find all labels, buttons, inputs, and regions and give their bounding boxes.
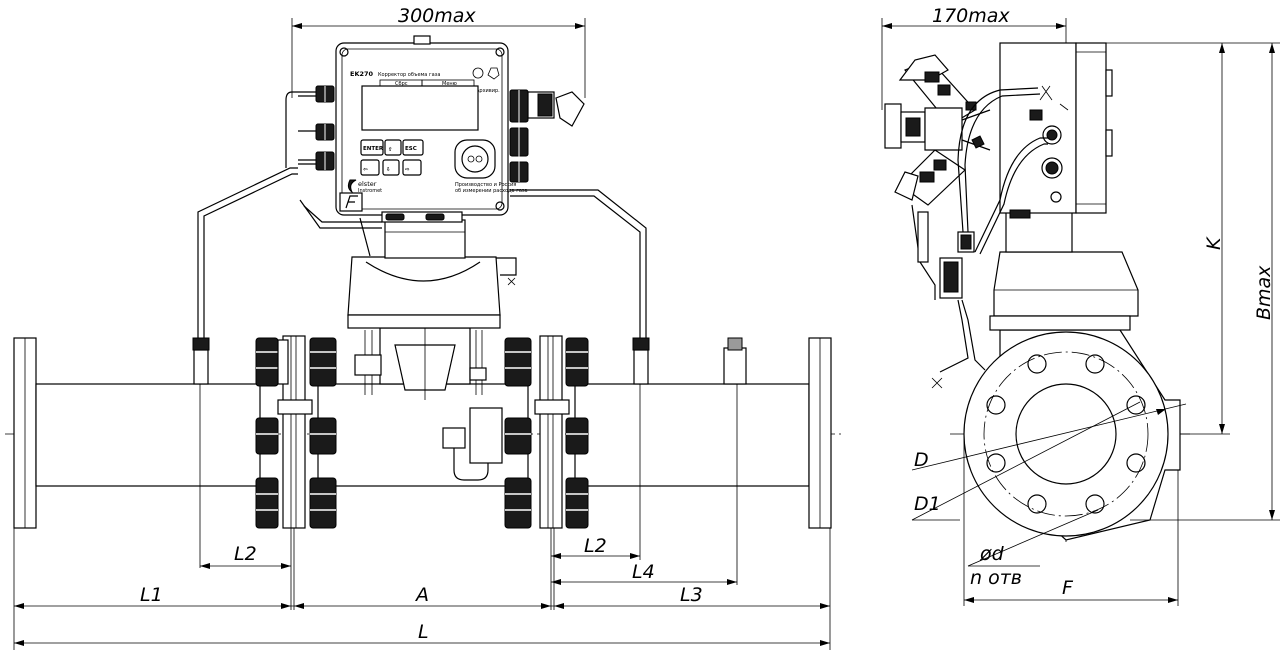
tab-right-label: Меню xyxy=(442,81,457,87)
right-pipe-section xyxy=(574,337,832,585)
btn-right[interactable]: ⇨ xyxy=(402,159,422,176)
elster-logo: elster Instromet xyxy=(347,179,382,194)
dim-A: A xyxy=(414,584,429,606)
corrector-note-2: об измерении расхода газа xyxy=(455,188,528,194)
side-view: 170max K Bmax D D1 ød n отв xyxy=(881,5,1280,606)
left-flange-clamp xyxy=(255,335,337,529)
corrector-subtitle: Корректор объема газа xyxy=(378,72,440,78)
right-flange-clamp xyxy=(504,335,589,529)
svg-text:Instromet: Instromet xyxy=(358,188,382,194)
dim-K: K xyxy=(1203,236,1225,250)
svg-text:⇨: ⇨ xyxy=(405,167,410,173)
corrector-device: EK270 Корректор объема газа Сбрс Меню Ар… xyxy=(335,35,528,223)
front-dimensions: 300max L2 L2 L4 L1 A L3 xyxy=(13,5,831,650)
dim-170max: 170max xyxy=(932,5,1010,27)
tab-left-label: Сбрс xyxy=(395,81,408,87)
btn-down[interactable]: ⇩ xyxy=(382,159,400,176)
dim-L3: L3 xyxy=(680,584,703,606)
dim-hole-diameter: ød xyxy=(979,543,1005,565)
sensor-box xyxy=(469,407,503,464)
btn-up[interactable]: ⇧ xyxy=(384,139,402,156)
btn-enter[interactable]: ENTER xyxy=(360,139,384,156)
dim-F: F xyxy=(1062,577,1074,599)
corrector-model: EK270 xyxy=(350,70,374,78)
meter-body xyxy=(317,300,529,487)
dim-L2-left: L2 xyxy=(234,543,257,565)
dim-300max: 300max xyxy=(398,5,476,27)
svg-text:⇧: ⇧ xyxy=(388,146,393,153)
svg-text:⇦: ⇦ xyxy=(363,167,368,173)
valve-manifold xyxy=(884,54,991,206)
corrector-note-1: Производство и Россия xyxy=(455,182,516,188)
btn-esc[interactable]: ESC xyxy=(402,139,424,156)
side-counter-head xyxy=(989,211,1139,331)
dim-L1: L1 xyxy=(140,584,163,606)
dim-L4: L4 xyxy=(632,561,655,583)
counter-head xyxy=(347,219,517,329)
front-view: EK270 Корректор объема газа Сбрс Меню Ар… xyxy=(5,5,845,650)
side-dimensions: 170max K Bmax D D1 ød n отв xyxy=(881,5,1280,606)
side-flange xyxy=(963,331,1169,537)
dim-L: L xyxy=(418,621,429,643)
dim-D: D xyxy=(914,449,929,471)
side-corrector xyxy=(999,42,1113,219)
archive-label: Архивир. xyxy=(476,88,500,94)
left-pipe-section xyxy=(13,337,261,568)
dim-L2-right: L2 xyxy=(584,535,607,557)
optical-port xyxy=(454,139,496,179)
svg-text:ENTER: ENTER xyxy=(363,146,384,152)
svg-text:⇩: ⇩ xyxy=(386,167,391,173)
impulse-lines xyxy=(197,91,647,338)
svg-text:elster: elster xyxy=(358,180,377,188)
impulse-taps xyxy=(192,337,747,385)
dim-hole-count: n отв xyxy=(970,567,1022,589)
dim-Bmax: Bmax xyxy=(1253,265,1275,320)
left-cable-glands xyxy=(298,85,335,171)
corrector-display xyxy=(361,85,479,131)
btn-left[interactable]: ⇦ xyxy=(360,159,380,176)
svg-text:ESC: ESC xyxy=(405,146,417,152)
left-pipe xyxy=(35,383,261,487)
dim-D1: D1 xyxy=(914,493,941,515)
right-pipe xyxy=(574,383,810,487)
right-cable-glands xyxy=(509,89,585,183)
side-wiring xyxy=(911,85,1069,389)
